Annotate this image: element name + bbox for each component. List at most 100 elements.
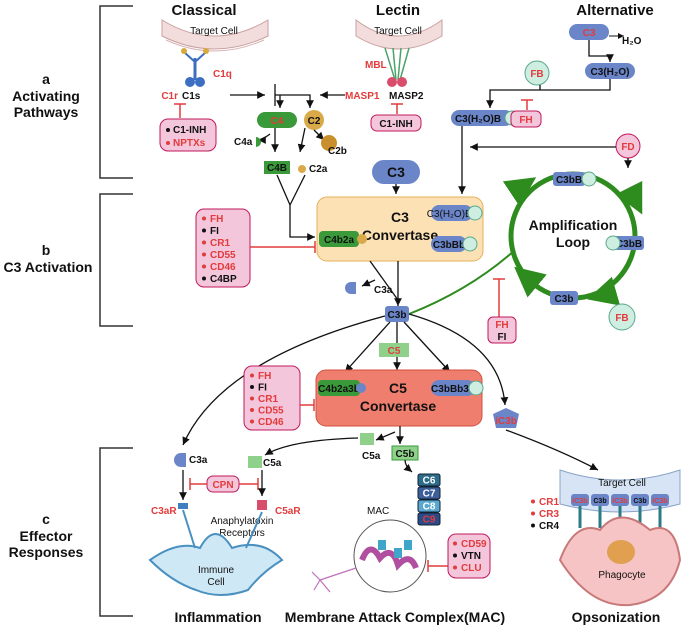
c5-regulator-item: CD46 — [258, 417, 284, 428]
c5-convertase-line2: Convertase — [360, 398, 436, 414]
footer-inflammation: Inflammation — [174, 609, 261, 625]
masp1-label: MASP1 — [345, 91, 380, 102]
lectin-header: Lectin — [376, 2, 420, 19]
surface-opsonin-label: iC3b — [572, 498, 587, 505]
mac-inhibitor-bullet — [453, 541, 457, 546]
c5-regulator-item: CD55 — [258, 406, 284, 417]
phagocyte-receptor-bullet — [531, 499, 535, 504]
surface-opsonin-shape — [611, 494, 629, 506]
loop-c3bb-top — [553, 172, 585, 186]
c3-regulator-bullet — [202, 228, 206, 233]
c3b-main-box — [385, 306, 409, 322]
loop-c3b-label: C3b — [555, 294, 574, 305]
c3-regulator-item: C4BP — [210, 274, 237, 285]
c2a-label: C2a — [309, 164, 328, 175]
c3-main-pill — [372, 160, 420, 184]
c4a-label: C4a — [234, 137, 253, 148]
c3-main-label: C3 — [387, 164, 405, 180]
cpn-label: CPN — [212, 480, 233, 491]
lectin-target-cell — [355, 18, 443, 50]
c5-regulator-bullet — [250, 408, 254, 412]
alt-fb-circle — [524, 60, 550, 86]
c3-regulator-bullet — [202, 264, 206, 269]
surface-opsonin-label: C3b — [593, 498, 606, 505]
c3h2ob-pill — [451, 110, 513, 126]
section-a-letter: a — [42, 71, 50, 87]
classical-target-cell — [161, 19, 269, 52]
mbl-label: MBL — [365, 60, 387, 71]
c5-convertase-line1: C5 — [389, 380, 407, 396]
c3-regulator-item: CD55 — [210, 250, 236, 261]
mac-component-label: C8 — [423, 502, 436, 513]
effector-c3a-label: C3a — [189, 455, 208, 466]
c4-pill — [257, 112, 297, 128]
loop-c3bb-right — [614, 236, 644, 250]
c5-regulator-bullet — [250, 419, 254, 424]
c3bbb3b-label: C3bBb3b — [431, 384, 475, 395]
c5ar-label: C5aR — [275, 506, 301, 517]
c3bbb3b-pill — [431, 380, 475, 396]
immune-cell-line2: Cell — [207, 577, 224, 588]
c3bbb-label: C3bBb — [433, 240, 465, 251]
classical-inhibitor-1: C1-INH — [173, 125, 206, 136]
mac-component-label: C7 — [423, 489, 436, 500]
alt-fh-box — [510, 110, 542, 128]
c3b-main-label: C3b — [388, 310, 407, 321]
phagocyte-receptor-item: CR1 — [539, 497, 559, 508]
phagocyte-receptor-bullet — [531, 511, 535, 516]
c5-regulator-item: FH — [258, 371, 271, 382]
loop-c3b — [550, 291, 578, 305]
section-b-line1: C3 Activation — [4, 259, 93, 275]
alt-c3-pill — [569, 24, 609, 40]
c3h2o-label: C3(H₂O) — [591, 67, 630, 78]
section-c-line1: Effector — [20, 528, 73, 544]
mac-label: MAC — [367, 506, 389, 517]
c5-regulators-box — [243, 365, 301, 431]
c5-regulator-bullet — [250, 396, 254, 401]
c5ar-receptor-icon — [257, 500, 267, 510]
masp2-label: MASP2 — [389, 91, 424, 102]
surface-opsonin-shape — [631, 494, 649, 506]
effector-c3a-icon — [174, 453, 186, 467]
section-brackets — [99, 5, 133, 617]
c5-regulator-bullet — [250, 385, 254, 389]
mac-component-box — [417, 512, 441, 526]
lectin-inh-box — [370, 114, 422, 132]
c4b2a3b-pill — [318, 380, 360, 396]
c3-regulator-item: CD46 — [210, 262, 236, 273]
c1s-label: C1s — [182, 91, 201, 102]
c3-regulator-bullet — [202, 252, 206, 257]
alt-fb-label: FB — [530, 69, 543, 80]
c4b2a-pill — [319, 231, 359, 247]
c3-regulators-box — [195, 208, 251, 288]
phagocyte-receptor-item: CR4 — [539, 521, 559, 532]
c3-convertase-line2: Convertase — [362, 227, 438, 243]
section-c-line2: Responses — [9, 544, 84, 560]
loop-fb-label: FB — [615, 313, 628, 324]
mbl-icon — [384, 47, 410, 81]
c3ar-label: C3aR — [151, 506, 177, 517]
c5b-label: C5b — [396, 449, 415, 460]
c5-regulator-bullet — [250, 373, 254, 378]
lectin-target-cell-label: Target Cell — [374, 26, 422, 37]
phagocyte-icon — [558, 516, 682, 607]
c4b2a3b-label: C4b2a3b — [318, 384, 360, 395]
c3bbb-pill — [431, 236, 467, 252]
footer-opsonization: Opsonization — [572, 609, 661, 625]
immune-cell-icon — [148, 509, 284, 596]
c5-label: C5 — [388, 346, 401, 357]
c3-regulator-item: FI — [210, 226, 219, 237]
surface-opsonin-shape — [571, 494, 589, 506]
phagocyte-receptor-bullet — [531, 523, 535, 528]
h2o-label: H₂O — [622, 36, 642, 47]
classical-inhibitor-2: NPTXs — [173, 138, 206, 149]
mac-inhibitors-box — [447, 533, 491, 579]
loop-fi-label: FI — [498, 332, 507, 343]
mac-component-box — [417, 486, 441, 500]
receptors-line1: Anaphylatoxin — [211, 516, 274, 527]
c3h2obb-label: C3(H₂O)Bb — [427, 209, 478, 220]
c5-regulator-item: CR1 — [258, 394, 278, 405]
